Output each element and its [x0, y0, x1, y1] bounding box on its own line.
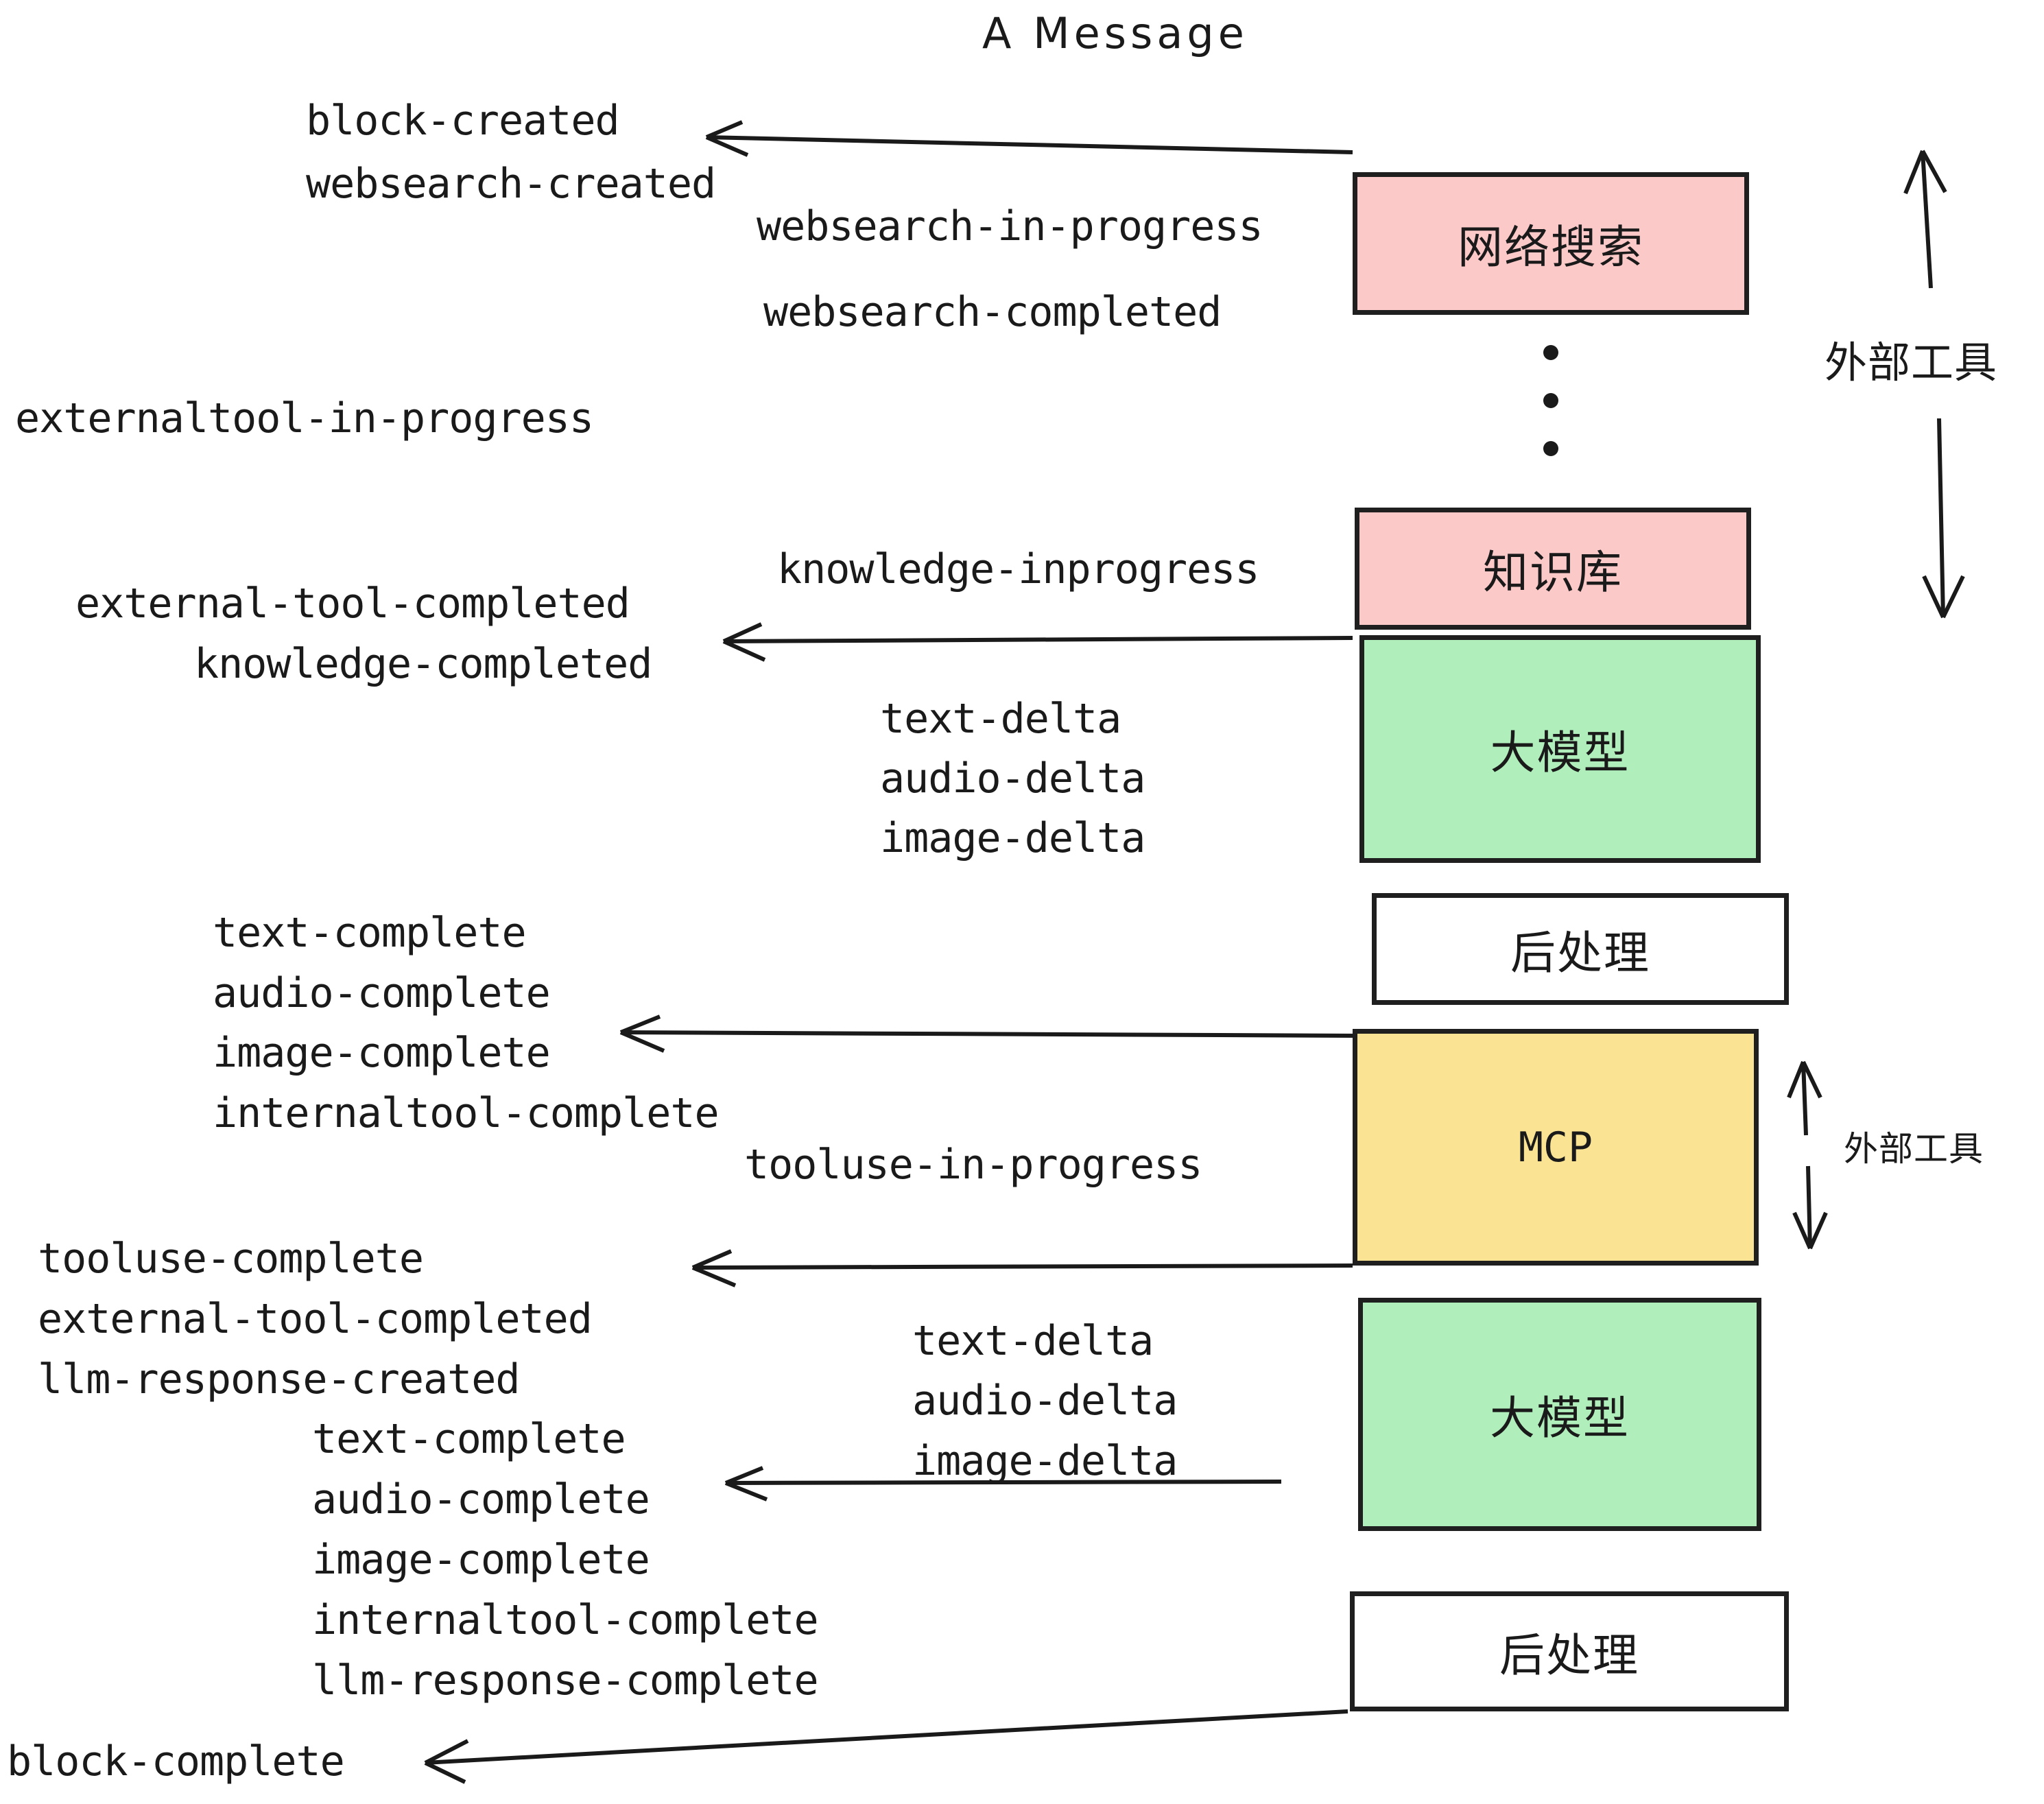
box-postprocess-top[interactable]: 后处理: [1372, 893, 1789, 1005]
box-llm-bottom[interactable]: 大模型: [1358, 1298, 1761, 1531]
external-tool-bracket-bottom: [1787, 1060, 1828, 1250]
ellipsis-dots: [1543, 345, 1558, 489]
event-text-delta-2: text-delta: [912, 1317, 1154, 1365]
event-externaltool-in-progress: externaltool-in-progress: [15, 394, 594, 442]
event-text-complete-1: text-complete: [213, 909, 527, 957]
arrow-postprocess-to-block-complete: [424, 1709, 1348, 1784]
event-image-complete-1: image-complete: [213, 1029, 551, 1077]
diagram-title: A Message: [982, 8, 1248, 58]
event-audio-complete-1: audio-complete: [213, 969, 551, 1017]
event-block-complete: block-complete: [7, 1737, 345, 1785]
box-postprocess-bottom-label: 后处理: [1499, 1628, 1639, 1682]
event-image-delta-1: image-delta: [880, 814, 1145, 862]
external-tool-bracket-top: [1903, 150, 1965, 619]
event-websearch-completed: websearch-completed: [763, 288, 1222, 336]
box-knowledge-label: 知识库: [1483, 546, 1623, 599]
arrow-websearch-to-created: [705, 120, 1353, 157]
event-image-delta-2: image-delta: [912, 1437, 1178, 1485]
event-image-complete-2: image-complete: [312, 1536, 650, 1584]
dot: [1543, 441, 1558, 456]
box-mcp[interactable]: MCP: [1353, 1029, 1759, 1266]
side-label-external-tool-top: 外部工具: [1825, 337, 1998, 388]
box-mcp-label: MCP: [1518, 1123, 1593, 1172]
box-postprocess-bottom[interactable]: 后处理: [1350, 1591, 1789, 1711]
box-postprocess-top-label: 后处理: [1510, 926, 1650, 980]
box-llm-bottom-label: 大模型: [1490, 1392, 1630, 1445]
arrow-postprocess-to-image-complete: [619, 1014, 1362, 1053]
event-block-created: block-created: [306, 97, 620, 145]
event-llm-response-complete: llm-response-complete: [312, 1657, 819, 1705]
dot: [1543, 393, 1558, 408]
event-external-tool-completed-2: external-tool-completed: [38, 1295, 593, 1343]
event-tooluse-in-progress: tooluse-in-progress: [744, 1141, 1202, 1189]
event-external-tool-completed-1: external-tool-completed: [75, 580, 630, 628]
dot: [1543, 345, 1558, 360]
event-audio-delta-1: audio-delta: [880, 755, 1145, 803]
box-llm-top[interactable]: 大模型: [1359, 635, 1761, 863]
event-text-complete-2: text-complete: [312, 1415, 626, 1463]
event-websearch-created: websearch-created: [306, 160, 716, 208]
event-knowledge-completed: knowledge-completed: [194, 640, 652, 688]
event-tooluse-complete: tooluse-complete: [38, 1235, 424, 1283]
event-llm-response-created: llm-response-created: [38, 1355, 520, 1403]
event-internaltool-complete-1: internaltool-complete: [213, 1089, 720, 1137]
side-label-external-tool-bottom: 外部工具: [1844, 1129, 1984, 1169]
box-knowledge[interactable]: 知识库: [1355, 508, 1751, 630]
arrow-llm-to-audio-complete: [724, 1466, 1282, 1502]
event-text-delta-1: text-delta: [880, 695, 1121, 743]
event-internaltool-complete-2: internaltool-complete: [312, 1596, 819, 1644]
arrow-mcp-to-tooluse-complete: [691, 1249, 1353, 1287]
box-websearch[interactable]: 网络搜索: [1353, 172, 1749, 315]
event-audio-delta-2: audio-delta: [912, 1377, 1178, 1425]
arrow-knowledge-to-completed: [722, 622, 1353, 662]
event-websearch-in-progress: websearch-in-progress: [757, 202, 1263, 250]
event-knowledge-inprogress: knowledge-inprogress: [777, 545, 1259, 593]
event-audio-complete-2: audio-complete: [312, 1475, 650, 1523]
box-llm-top-label: 大模型: [1490, 726, 1630, 779]
box-websearch-label: 网络搜索: [1458, 221, 1644, 274]
